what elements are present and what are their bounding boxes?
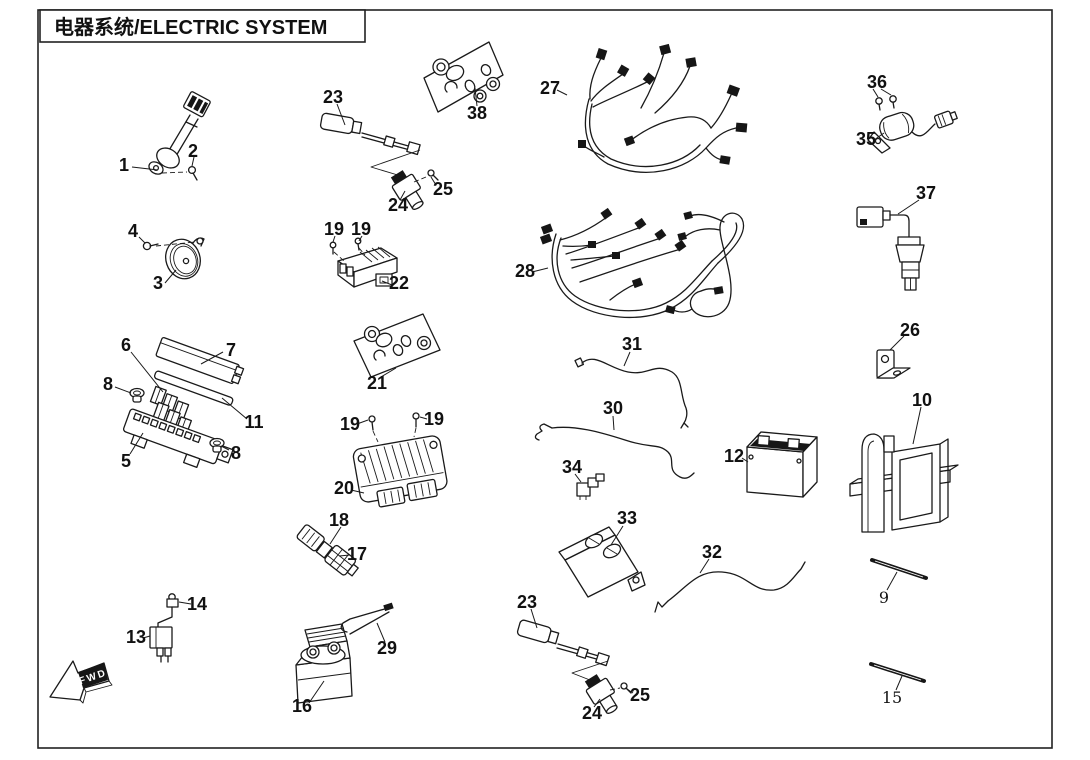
part-illustration-25-bolt-top bbox=[427, 169, 439, 181]
callout-19d: 19 bbox=[424, 409, 444, 429]
callout-38: 38 bbox=[467, 103, 487, 123]
part-illustration-21-switch-kit bbox=[353, 313, 441, 378]
callout-23a: 23 bbox=[323, 87, 343, 107]
part-illustration-15-rod bbox=[869, 662, 926, 683]
callout-19a: 19 bbox=[324, 219, 344, 239]
part-illustration-16-starter-relay bbox=[295, 623, 353, 704]
part-illustration-36-screws bbox=[875, 95, 897, 111]
callout-labels: 1 2 3 4 5 6 7 8 8 9 10 11 12 13 14 15 16… bbox=[103, 72, 936, 723]
callout-33: 33 bbox=[617, 508, 637, 528]
callout-12: 12 bbox=[724, 446, 744, 466]
callout-14: 14 bbox=[187, 594, 207, 614]
part-illustration-14-clip bbox=[157, 593, 179, 628]
part-illustration-1-speed-sensor bbox=[148, 91, 211, 175]
part-illustration-29-cable-guide bbox=[340, 602, 394, 635]
page-title: 电器系统/ELECTRIC SYSTEM bbox=[54, 15, 327, 39]
part-illustration-2-bolt bbox=[187, 165, 198, 181]
callout-1: 1 bbox=[119, 155, 129, 175]
callout-24a: 24 bbox=[388, 195, 408, 215]
callout-34: 34 bbox=[562, 457, 582, 477]
callout-35: 35 bbox=[856, 129, 876, 149]
callout-10: 10 bbox=[912, 390, 932, 410]
part-illustration-30-cable bbox=[534, 423, 695, 479]
callout-28: 28 bbox=[515, 261, 535, 281]
part-illustration-5-fuse-box-base bbox=[122, 408, 234, 469]
callout-7: 7 bbox=[226, 340, 236, 360]
callout-16: 16 bbox=[292, 696, 312, 716]
part-illustration-22-ecu bbox=[337, 246, 398, 288]
part-illustration-11-seal bbox=[153, 370, 234, 406]
callout-8a: 8 bbox=[103, 374, 113, 394]
part-illustration-19-screws-rectifier bbox=[368, 412, 420, 443]
part-illustration-9-rod bbox=[870, 558, 928, 580]
title-box bbox=[39, 9, 366, 43]
part-illustration-19-screws-ecu bbox=[329, 237, 366, 262]
part-illustration-28-wiring-harness-main bbox=[539, 207, 745, 318]
callout-32: 32 bbox=[702, 542, 722, 562]
part-illustration-7-fuse-box-cover bbox=[155, 336, 245, 385]
callout-29: 29 bbox=[377, 638, 397, 658]
part-illustration-37-sensor-lead bbox=[856, 206, 925, 291]
part-illustration-23-spark-plug-cap-bottom bbox=[516, 619, 610, 683]
fwd-direction-arrow: FWD bbox=[49, 660, 113, 704]
callout-3: 3 bbox=[153, 273, 163, 293]
part-illustration-38-ignition-switch-kit bbox=[423, 41, 504, 113]
callout-5: 5 bbox=[121, 451, 131, 471]
callout-13: 13 bbox=[126, 627, 146, 647]
callout-9: 9 bbox=[879, 588, 889, 607]
callout-23b: 23 bbox=[517, 592, 537, 612]
part-illustration-17-18-connector bbox=[296, 524, 359, 577]
part-illustration-31-cable bbox=[574, 357, 689, 429]
callout-27: 27 bbox=[540, 78, 560, 98]
callout-19b: 19 bbox=[351, 219, 371, 239]
part-illustration-13-flasher-relay bbox=[149, 626, 173, 663]
part-illustration-35-sensor bbox=[867, 110, 958, 154]
callout-21: 21 bbox=[367, 373, 387, 393]
callout-2: 2 bbox=[188, 141, 198, 161]
part-illustration-24-ignition-coil-bottom bbox=[584, 674, 621, 714]
part-illustration-25-bolt-bottom bbox=[620, 682, 632, 694]
callout-8b: 8 bbox=[231, 443, 241, 463]
callout-24b: 24 bbox=[582, 703, 602, 723]
part-illustration-10-battery-holder bbox=[849, 433, 959, 533]
part-illustration-32-cable bbox=[654, 561, 806, 613]
callout-4: 4 bbox=[128, 221, 138, 241]
callout-18: 18 bbox=[329, 510, 349, 530]
callout-25a: 25 bbox=[433, 179, 453, 199]
callout-26: 26 bbox=[900, 320, 920, 340]
callout-25b: 25 bbox=[630, 685, 650, 705]
part-illustration-3-horn bbox=[165, 237, 205, 280]
part-illustration-33-relay-box bbox=[558, 526, 646, 598]
callout-30: 30 bbox=[603, 398, 623, 418]
part-illustration-12-battery bbox=[746, 431, 818, 498]
leader-lines bbox=[114, 87, 922, 708]
callout-19c: 19 bbox=[340, 414, 360, 434]
part-illustration-8-knobs bbox=[129, 387, 225, 453]
callout-17: 17 bbox=[347, 544, 367, 564]
part-illustration-34-bracket-sensor bbox=[576, 473, 605, 500]
part-illustration-26-bracket bbox=[876, 349, 911, 379]
part-illustration-20-rectifier bbox=[352, 435, 448, 508]
part-illustration-24-ignition-coil-top bbox=[390, 170, 427, 210]
callout-20: 20 bbox=[334, 478, 354, 498]
callout-31: 31 bbox=[622, 334, 642, 354]
part-illustration-23-spark-plug-cap-top bbox=[319, 112, 421, 177]
callout-6: 6 bbox=[121, 335, 131, 355]
part-illustration-4-bolt bbox=[142, 241, 196, 251]
callout-15: 15 bbox=[882, 688, 902, 707]
callout-22: 22 bbox=[389, 273, 409, 293]
callout-36: 36 bbox=[867, 72, 887, 92]
callout-11: 11 bbox=[244, 412, 263, 432]
part-illustration-27-wiring-harness-upper bbox=[578, 43, 748, 173]
callout-37: 37 bbox=[916, 183, 936, 203]
